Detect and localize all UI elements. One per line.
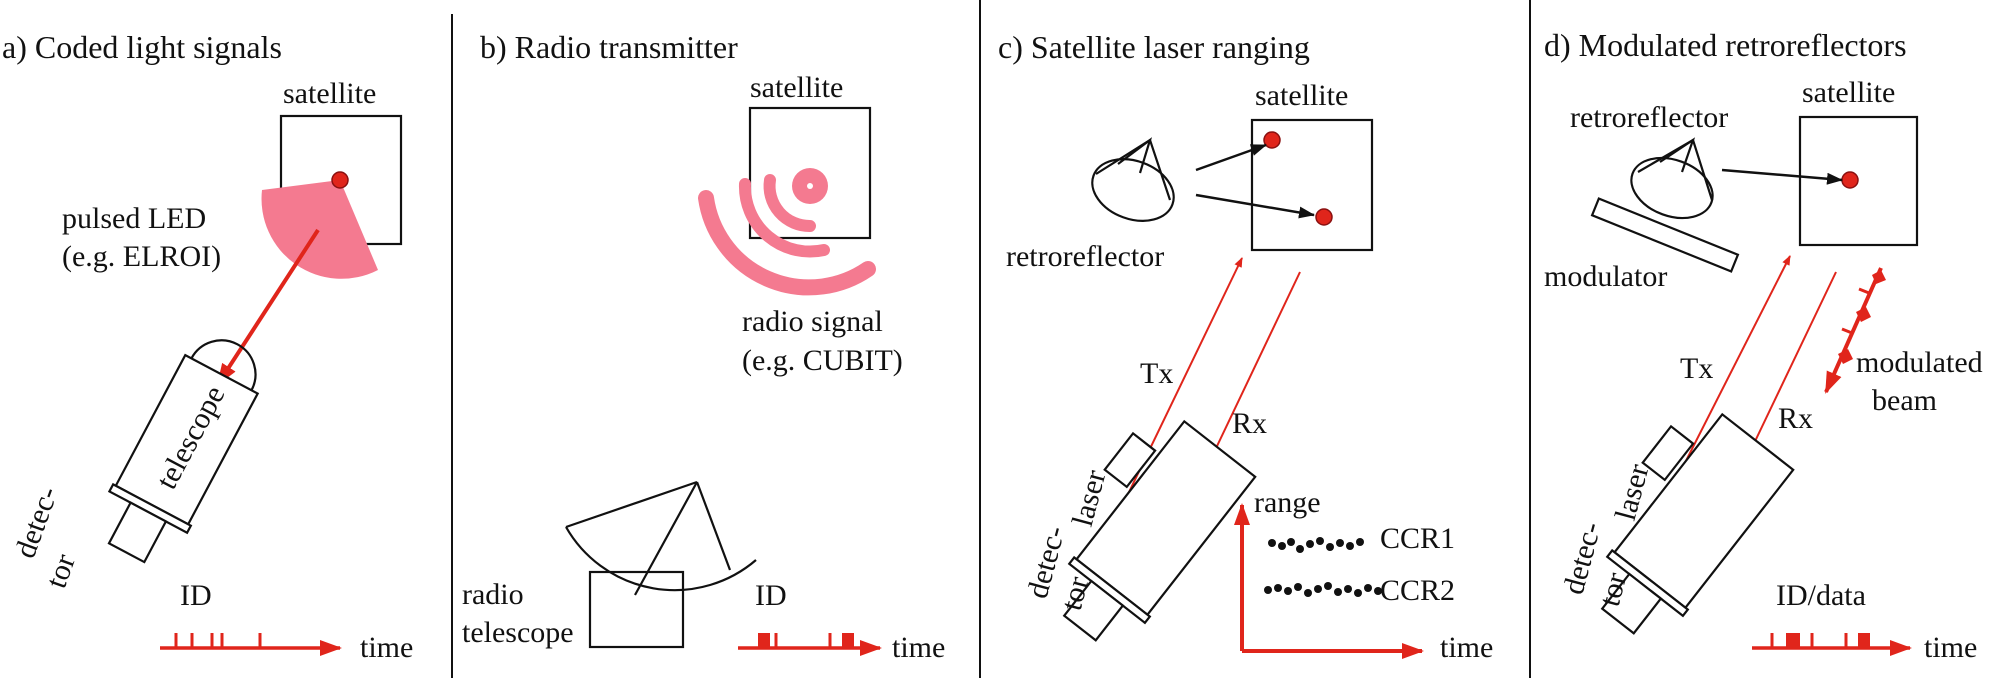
pulsed-led-example-label: (e.g. ELROI) bbox=[62, 240, 221, 273]
detector-box bbox=[107, 501, 168, 564]
range-label: range bbox=[1254, 486, 1321, 519]
time-label: time bbox=[1440, 631, 1493, 664]
radio-wave bbox=[698, 190, 876, 296]
panel-b-title: b) Radio transmitter bbox=[480, 29, 738, 65]
signal-timeline bbox=[738, 633, 882, 656]
pulse bbox=[1841, 327, 1853, 335]
telescope-base bbox=[588, 570, 685, 649]
rx-label: Rx bbox=[1778, 402, 1813, 435]
pulse bbox=[1856, 307, 1871, 322]
time-label: time bbox=[892, 631, 945, 664]
modulator-label: modulator bbox=[1544, 260, 1667, 293]
pulse bbox=[1858, 287, 1870, 295]
satellite-label: satellite bbox=[283, 77, 376, 110]
time-label: time bbox=[360, 631, 413, 664]
panel-a: a) Coded light signals satellite pulsed … bbox=[2, 29, 413, 664]
modulated-beam bbox=[1824, 267, 1886, 394]
retroreflector-icon bbox=[1091, 137, 1175, 222]
satellite-label: satellite bbox=[1255, 79, 1348, 112]
signal-timeline bbox=[1752, 633, 1912, 656]
detector-box bbox=[1062, 579, 1125, 642]
pulsed-led-label: pulsed LED bbox=[62, 202, 206, 235]
laser-label: laser bbox=[1066, 467, 1113, 530]
radio-telescope-label-line1: radio bbox=[462, 578, 524, 611]
radio-telescope-label-line2: telescope bbox=[462, 616, 574, 649]
satellite-box bbox=[1798, 115, 1919, 247]
telescope-dome bbox=[190, 339, 257, 391]
pulse bbox=[1838, 349, 1853, 364]
signal-label: ID/data bbox=[1776, 579, 1866, 612]
ccr2-label: CCR2 bbox=[1380, 574, 1455, 607]
retroreflector-icon bbox=[1630, 137, 1714, 220]
panel-d: d) Modulated retroreflectors satellite r… bbox=[1544, 27, 1983, 664]
light-path-arrow bbox=[216, 228, 320, 386]
retroreflector-label: retroreflector bbox=[1570, 101, 1728, 134]
led-source-dot bbox=[331, 171, 349, 189]
tx-label: Tx bbox=[1680, 352, 1713, 385]
panel-b: b) Radio transmitter satellite radio sig… bbox=[462, 29, 945, 664]
panel-d-title: d) Modulated retroreflectors bbox=[1544, 27, 1907, 63]
rx-beam bbox=[1207, 271, 1301, 466]
pulse bbox=[842, 633, 854, 648]
pulse bbox=[758, 633, 770, 648]
dish-strut bbox=[565, 480, 698, 529]
laser-box bbox=[1103, 431, 1157, 489]
detector-label-line1: detec- bbox=[9, 482, 65, 562]
satellite-label: satellite bbox=[750, 71, 843, 104]
satellite-label: satellite bbox=[1802, 76, 1895, 109]
signal-timeline bbox=[160, 633, 342, 656]
reflection-arrow bbox=[1195, 143, 1267, 172]
dish bbox=[565, 526, 757, 592]
dish-strut bbox=[634, 481, 698, 596]
modulated-beam-label-line1: modulated bbox=[1856, 346, 1983, 379]
ccr2-points bbox=[1264, 582, 1382, 597]
radio-wave bbox=[738, 178, 830, 258]
signal-label: ID bbox=[180, 579, 212, 612]
panel-c-title: c) Satellite laser ranging bbox=[998, 29, 1310, 65]
panel-a-title: a) Coded light signals bbox=[2, 29, 282, 65]
modulated-beam-label-line2: beam bbox=[1872, 384, 1937, 417]
laser-box bbox=[1641, 424, 1695, 482]
rx-beam bbox=[1747, 271, 1837, 457]
reflection-arrow bbox=[1195, 193, 1315, 219]
modulator-plate bbox=[1590, 197, 1740, 273]
time-label: time bbox=[1924, 631, 1977, 664]
telescope bbox=[1062, 419, 1257, 642]
radio-telescope bbox=[565, 480, 757, 649]
pulse bbox=[1786, 633, 1800, 648]
range-plot bbox=[1234, 503, 1424, 659]
rx-label: Rx bbox=[1232, 407, 1267, 440]
telescope: telescope bbox=[107, 339, 260, 564]
signal-label: ID bbox=[755, 579, 787, 612]
dish-strut bbox=[695, 481, 732, 571]
ccr-dot bbox=[1315, 208, 1333, 226]
radio-source-center bbox=[807, 183, 813, 189]
retroreflector-label: retroreflector bbox=[1006, 240, 1164, 273]
radio-wave bbox=[763, 174, 816, 233]
radio-waves bbox=[698, 168, 876, 296]
radio-signal-label: radio signal bbox=[742, 305, 883, 338]
panel-c: c) Satellite laser ranging satellite ret… bbox=[998, 29, 1493, 664]
telescope bbox=[1600, 412, 1795, 635]
modulated-ccr-dot bbox=[1841, 171, 1859, 189]
reflection-arrow bbox=[1721, 168, 1843, 185]
radio-signal-example-label: (e.g. CUBIT) bbox=[742, 344, 903, 377]
led-beam-sector bbox=[261, 180, 378, 279]
ccr1-label: CCR1 bbox=[1380, 522, 1455, 555]
pulse bbox=[1872, 270, 1886, 284]
ccr1-points bbox=[1268, 537, 1364, 553]
detector-label-line2: tor bbox=[40, 550, 82, 593]
pulse bbox=[1858, 633, 1870, 648]
detector-box bbox=[1600, 572, 1663, 635]
ccr-dot bbox=[1263, 131, 1281, 149]
tx-label: Tx bbox=[1140, 357, 1173, 390]
